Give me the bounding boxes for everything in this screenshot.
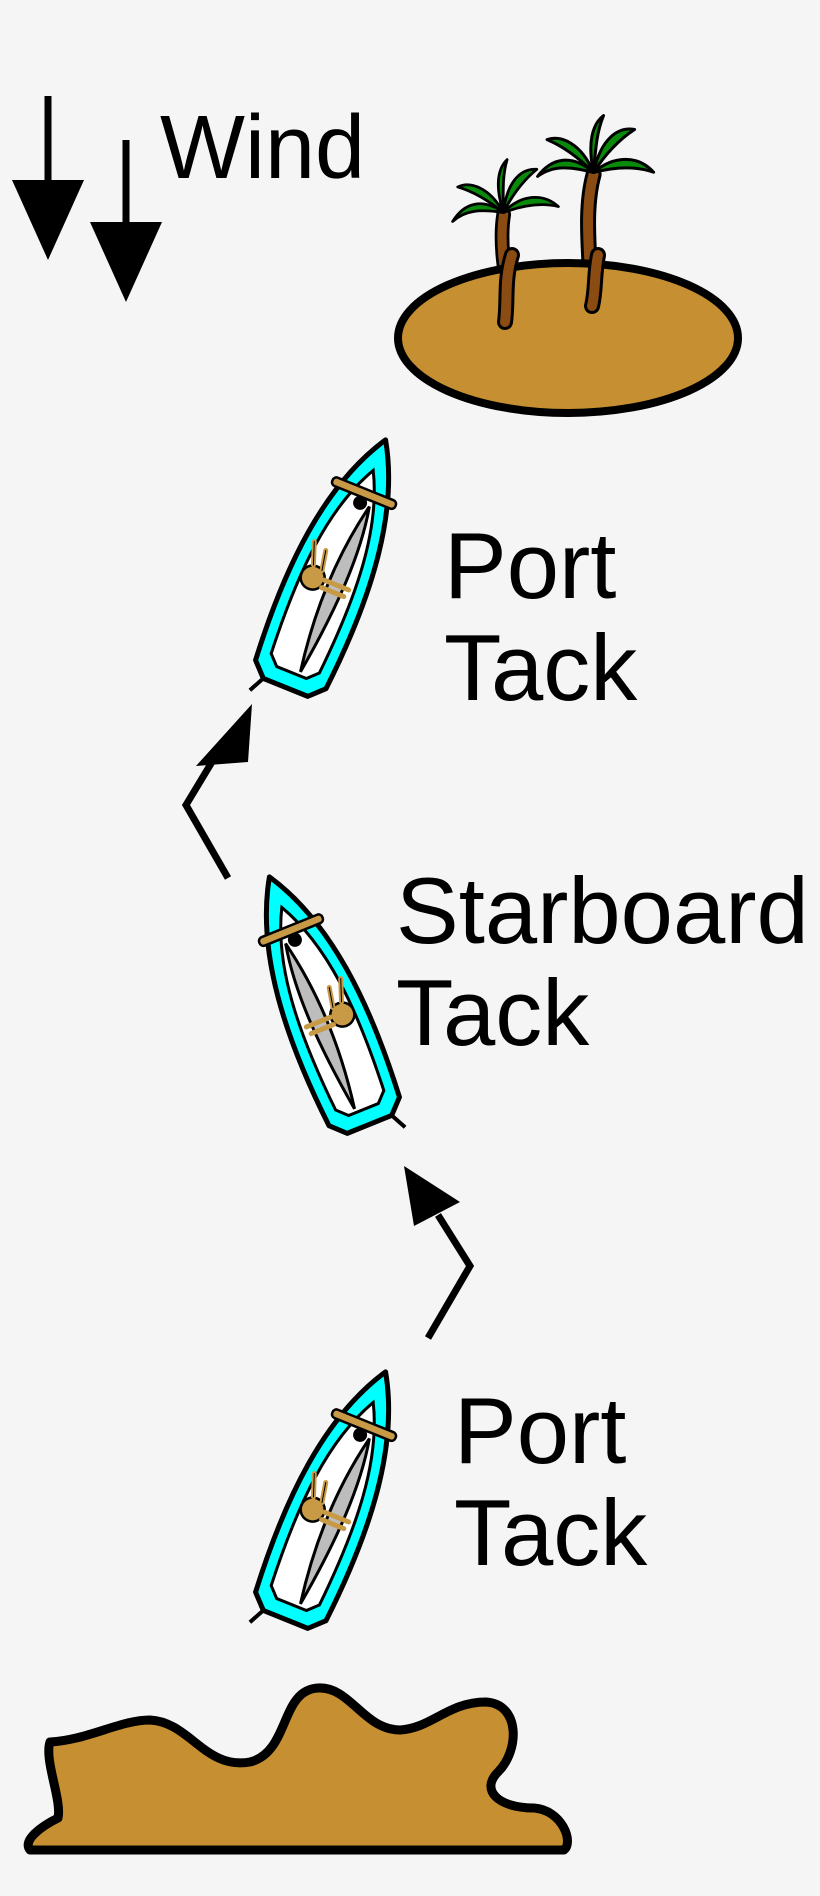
tack-label-line1: Starboard <box>396 858 809 963</box>
tack-label-line1: Port <box>444 513 617 618</box>
down-arrow-icon <box>12 96 84 260</box>
shore-icon <box>23 1683 572 1855</box>
port-tack-label-top: Port Tack <box>444 515 637 718</box>
sailboat-icon <box>241 1356 423 1649</box>
course-arrow-icon <box>181 704 252 880</box>
palm-island-icon <box>394 112 742 417</box>
sailboat-icon <box>241 424 423 717</box>
tack-label-line2: Tack <box>444 614 638 720</box>
down-arrow-icon <box>90 140 162 302</box>
starboard-tack-label: Starboard Tack <box>396 860 809 1063</box>
tack-label-line2: Tack <box>454 1479 648 1585</box>
tack-label-line2: Tack <box>396 959 590 1065</box>
wind-label-text: Wind <box>160 98 366 198</box>
sailboat-icon <box>231 861 413 1154</box>
wind-label: Wind <box>160 98 366 198</box>
port-tack-label-bottom: Port Tack <box>454 1380 647 1583</box>
tack-label-line1: Port <box>454 1378 627 1483</box>
wind-arrows <box>12 96 162 302</box>
course-arrow-icon <box>404 1166 475 1340</box>
